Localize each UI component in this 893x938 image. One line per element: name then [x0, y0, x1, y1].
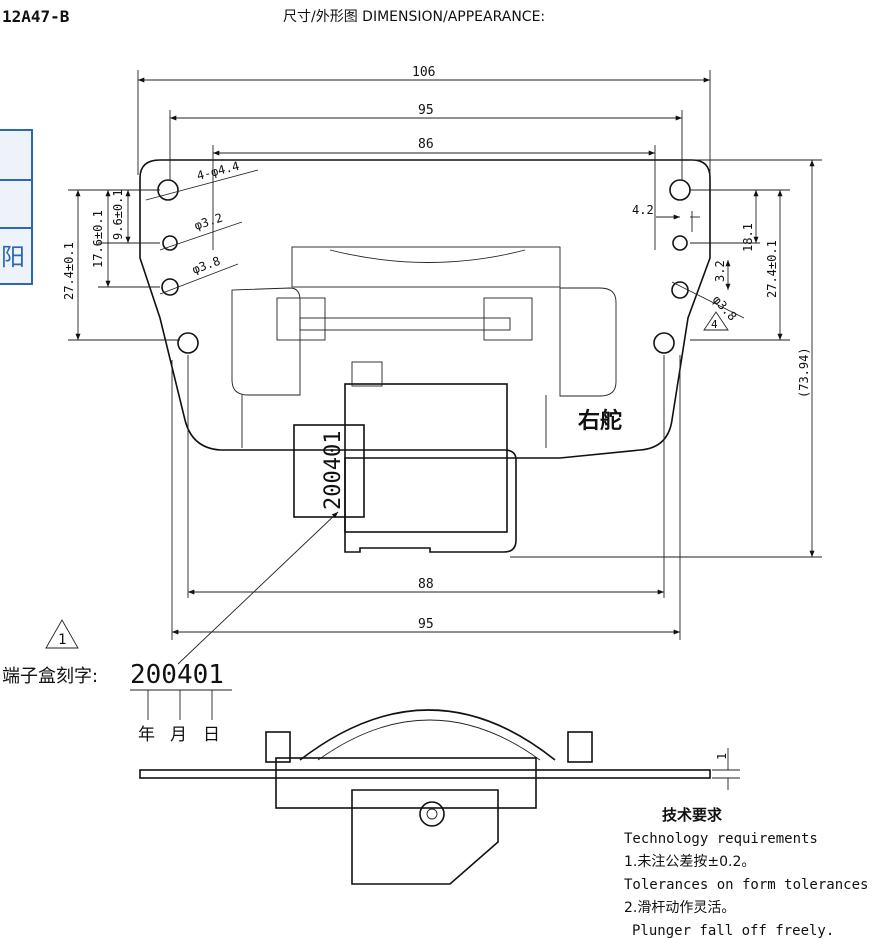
part-number: 12A47-B	[2, 7, 70, 26]
hole-callouts: 4-φ4.4 φ3.2 φ3.8 φ3.8	[145, 159, 745, 323]
revision-mark-right: 4	[711, 318, 718, 331]
req-item1-en: Tolerances on form tolerances	[624, 877, 868, 893]
top-dome	[329, 249, 526, 263]
sidebar-fragment: 阳	[0, 129, 33, 285]
side-dome	[299, 709, 556, 761]
top-band	[291, 246, 561, 288]
side-cap-left	[265, 731, 291, 763]
dim-27-4-right: 27.4±0.1	[765, 240, 779, 298]
side-dome-inner	[317, 719, 541, 761]
engraving-leader	[177, 511, 339, 665]
connector-right	[483, 297, 533, 341]
drawing-title: 尺寸/外形图 DIMENSION/APPEARANCE:	[283, 9, 545, 25]
terminal-housing	[344, 383, 508, 533]
side-body	[275, 757, 537, 809]
dim-27-4-left: 27.4±0.1	[62, 242, 76, 300]
terminal-block	[293, 424, 365, 518]
dim-86: 86	[418, 137, 434, 152]
revision-triangle-right	[703, 311, 729, 331]
req-item2-cn: 2.滑杆动作灵活。	[624, 899, 735, 916]
callout-3-8-left: φ3.8	[190, 254, 222, 277]
side-view: 1	[139, 709, 740, 885]
req-item1-cn: 1.未注公差按±0.2。	[624, 854, 755, 870]
dim-106: 106	[412, 65, 435, 80]
slider-rail	[299, 317, 511, 331]
side-pin	[419, 801, 445, 827]
pin-hole-left	[162, 235, 178, 251]
horizontal-dimensions: 106 95 86 88 95	[138, 65, 710, 635]
dim-95-top: 95	[418, 103, 434, 118]
dim-17-6: 17.6±0.1	[91, 210, 105, 268]
date-day: 日	[203, 725, 220, 745]
top-view	[139, 159, 711, 553]
dim-side-1: 1	[715, 753, 729, 760]
pin-hole-right	[672, 235, 688, 251]
side-pin-inner	[426, 808, 438, 820]
hole-38-right	[671, 281, 689, 299]
dim-73-94: (73.94)	[797, 347, 811, 398]
technical-requirements: 技术要求 Technology requirements 1.未注公差按±0.2…	[624, 806, 868, 938]
mount-hole-top-right	[669, 179, 691, 201]
engraving-value: 200401	[130, 660, 224, 690]
dim-18-1: 18.1	[741, 223, 755, 252]
dim-88: 88	[418, 577, 434, 592]
right-vertical-dimensions: 4.2 18.1 3.2 27.4±0.1 (73.94) 4	[510, 159, 822, 558]
dim-9-6: 9.6±0.1	[111, 189, 125, 240]
req-item2-en: Plunger fall off freely.	[632, 923, 834, 938]
engraving-label: 端子盒刻字:	[2, 666, 98, 687]
left-vertical-dimensions: 27.4±0.1 17.6±0.1 9.6±0.1	[62, 189, 180, 341]
mount-hole-bottom-left	[177, 332, 199, 354]
revision-triangle-left	[45, 619, 79, 649]
date-year: 年	[138, 725, 155, 745]
plate-inner-right	[559, 287, 617, 397]
sidebar-char: 阳	[1, 243, 25, 271]
dim-4-2: 4.2	[632, 203, 654, 217]
terminal-hood	[351, 361, 383, 387]
mount-hole-bottom-right	[653, 332, 675, 354]
terminal-code: 200401	[321, 431, 346, 510]
revision-mark-left: 1	[58, 632, 66, 648]
req-heading-cn: 技术要求	[662, 806, 723, 824]
mount-hole-top-left	[157, 179, 179, 201]
plate-inner-outline	[231, 287, 301, 396]
dim-3-2: 3.2	[713, 260, 727, 282]
connector-left	[276, 297, 326, 341]
right-servo-label: 右舵	[578, 408, 622, 434]
plate-outline	[139, 159, 711, 553]
dim-95-bottom: 95	[418, 617, 434, 632]
side-housing	[351, 789, 499, 885]
callout-4-holes: 4-φ4.4	[195, 159, 240, 183]
side-flange	[139, 769, 711, 779]
extension-lines	[137, 70, 711, 640]
date-month: 月	[170, 725, 187, 745]
side-cap-right	[567, 731, 593, 763]
req-heading-en: Technology requirements	[624, 831, 818, 847]
